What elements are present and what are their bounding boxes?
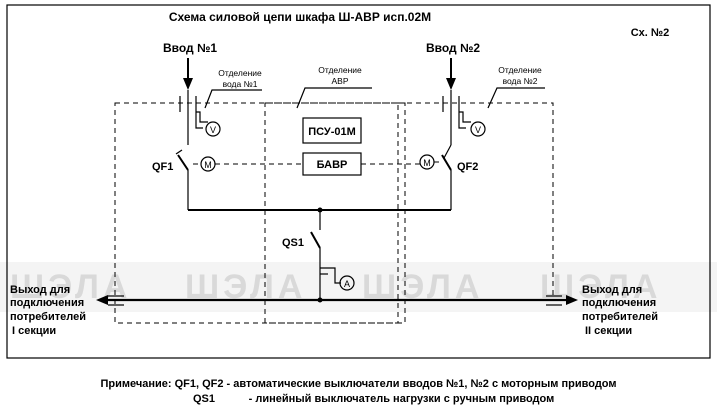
- input-1-arrow: [183, 58, 193, 90]
- voltmeter-2-symbol: V: [475, 125, 481, 135]
- output-right-label: Выход для подключения потребителей II се…: [582, 284, 658, 337]
- compartment-input-1-box: [114, 102, 406, 324]
- breaker-qf2: [434, 144, 452, 210]
- watermark: ШЭЛА ШЭЛА ШЭЛА ШЭЛА: [0, 262, 717, 312]
- compartment-input-2-label: Отделение вода №2: [487, 65, 545, 109]
- output-left-label: Выход для подключения потребителей I сек…: [10, 284, 86, 337]
- output-left-arrow: [96, 295, 108, 305]
- compartment-avr-label-line2: АВР: [331, 76, 348, 86]
- compartment-2-leader: [487, 87, 545, 109]
- compartment-input-1-label: Отделение вода №1: [204, 68, 262, 109]
- compartment-avr-leader: [296, 87, 372, 109]
- psu-01m-box: [302, 117, 362, 144]
- motor-qf1-symbol: M: [204, 160, 212, 170]
- voltmeter-1-symbol: V: [210, 125, 216, 135]
- bavr-label: БАВР: [317, 159, 348, 171]
- motor-drive-qf1: M: [200, 156, 216, 172]
- output-left-line1: Выход для: [10, 284, 70, 296]
- terminal-right: [546, 295, 562, 306]
- note-line-2: QS1 - линейный выключатель нагрузки с ру…: [193, 393, 555, 405]
- motor-qf2-symbol: M: [423, 158, 431, 168]
- breaker-qf1: [175, 149, 201, 210]
- scheme-number: Сх. №2: [631, 27, 670, 39]
- voltmeter-2: V: [470, 121, 486, 137]
- input-1-label: Ввод №1: [163, 41, 217, 55]
- qs1-label: QS1: [282, 237, 304, 249]
- motor-drive-qf2: M: [419, 154, 435, 170]
- diagram-title: Схема силовой цепи шкафа Ш-АВР исп.02М: [169, 10, 431, 24]
- compartment-2-label-line2: вода №2: [503, 76, 538, 86]
- compartment-avr-label-line1: Отделение: [318, 65, 362, 75]
- compartment-1-leader: [204, 89, 262, 109]
- compartment-1-label-line1: Отделение: [218, 68, 262, 78]
- ammeter: A: [320, 267, 355, 291]
- compartment-2-label-line1: Отделение: [498, 65, 542, 75]
- output-right-line4: II секции: [585, 325, 632, 337]
- ammeter-symbol: A: [344, 279, 350, 289]
- output-right-arrow: [566, 295, 578, 305]
- input-1-transformer: [179, 90, 208, 145]
- compartment-input-2-box: [398, 102, 554, 298]
- psu-01m-label: ПСУ-01М: [308, 126, 356, 138]
- output-right-line3: потребителей: [582, 311, 658, 323]
- output-left-line4: I секции: [12, 325, 56, 337]
- output-left-line3: потребителей: [10, 311, 86, 323]
- compartment-1-label-line2: вода №1: [223, 79, 258, 89]
- voltmeter-1: V: [205, 121, 221, 137]
- outer-frame: [6, 4, 711, 359]
- input-2-arrow: [446, 58, 456, 90]
- qf1-label: QF1: [152, 161, 173, 173]
- compartment-avr-label: Отделение АВР: [296, 65, 372, 109]
- output-left-line2: подключения: [10, 297, 84, 309]
- qf2-label: QF2: [457, 161, 478, 173]
- terminal-left: [108, 295, 124, 306]
- output-right-line2: подключения: [582, 297, 656, 309]
- output-right-line1: Выход для: [582, 284, 642, 296]
- compartment-avr-box: [264, 102, 399, 324]
- input-2-transformer: [442, 90, 471, 145]
- input-2-label: Ввод №2: [426, 41, 480, 55]
- note-line-1: Примечание: QF1, QF2 - автоматические вы…: [100, 378, 617, 390]
